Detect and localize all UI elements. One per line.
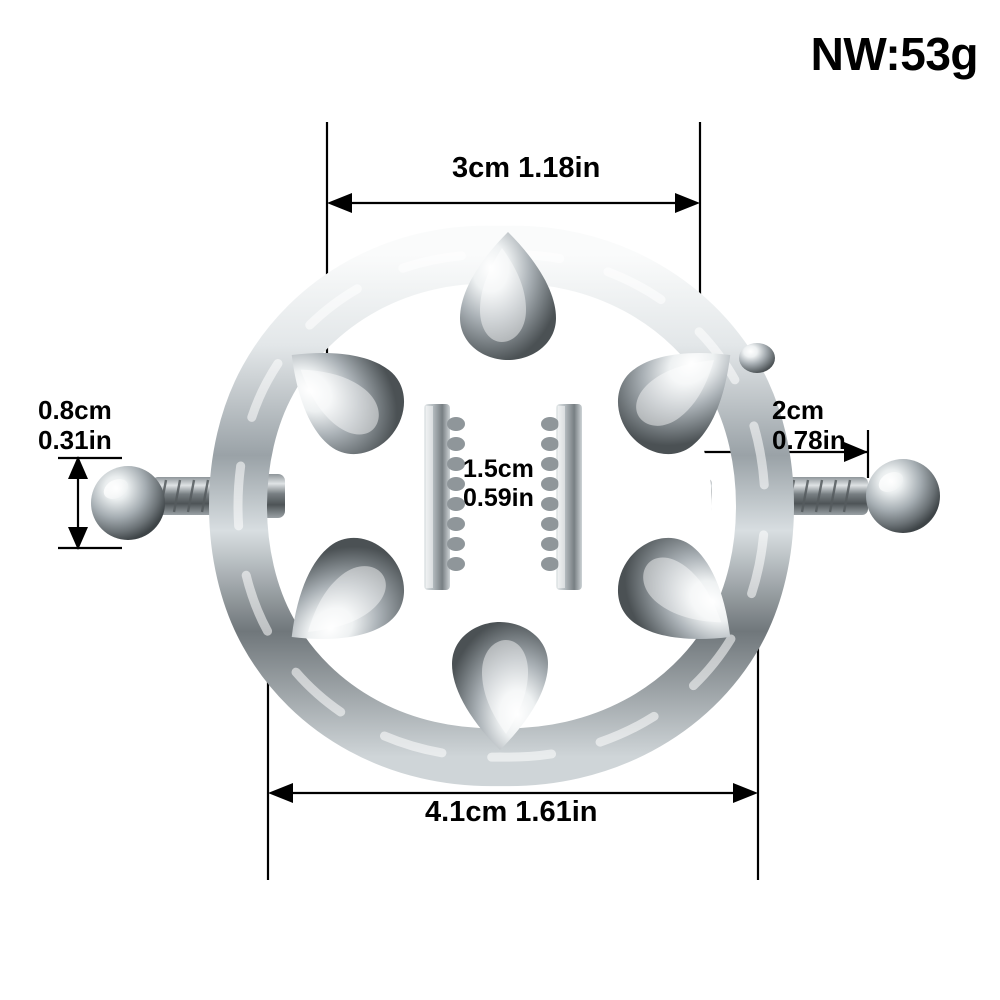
clamp-plates xyxy=(424,404,582,590)
dimension-label-bottom: 4.1cm 1.61in xyxy=(425,796,598,828)
dimension-label-middle: 1.5cm 0.59in xyxy=(463,455,534,512)
dimension-label-top: 3cm 1.18in xyxy=(452,152,601,184)
ring-beads xyxy=(291,232,731,750)
dimension-label-left: 0.8cm 0.31in xyxy=(38,395,112,455)
net-weight-label: NW:53g xyxy=(810,28,979,80)
dimension-label-right: 2cm 0.78in xyxy=(772,395,846,455)
